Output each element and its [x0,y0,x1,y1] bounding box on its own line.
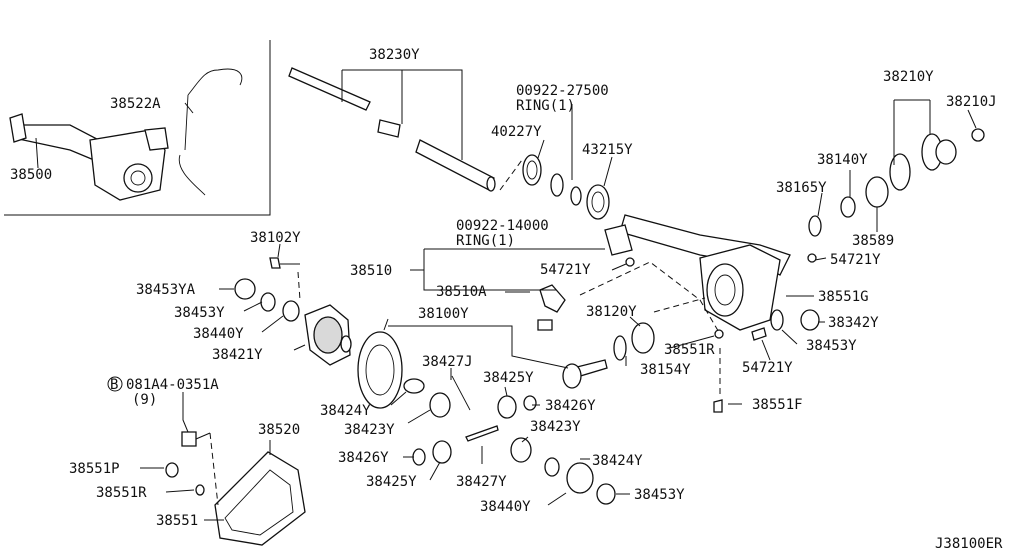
bolt-marker-circle-icon [107,376,123,392]
cover-plate-drawing [165,431,306,546]
part-label-38140Y: 38140Y [817,152,868,168]
part-label-38551: 38551 [156,513,198,529]
part-label-38551P: 38551P [69,461,120,477]
leader-lines [35,69,977,521]
part-label-38423Y-upper: 38423Y [344,422,395,438]
part-label-38424Y-upper: 38424Y [320,403,371,419]
part-label-38427Y: 38427Y [456,474,507,490]
inset-axle-assembly-drawing [9,68,243,201]
part-label-38426Y-upper: 38426Y [545,398,596,414]
part-label-38551R-lower: 38551R [96,485,147,501]
right-side-parts-drawing [807,128,985,263]
part-label-38453YA: 38453YA [136,282,196,298]
axle-housing-drawing [604,214,820,413]
part-label-40227Y: 40227Y [491,124,542,140]
part-label-38154Y: 38154Y [640,362,691,378]
part-label-38440Y-lower: 38440Y [480,499,531,515]
part-label-38102Y: 38102Y [250,230,301,246]
part-label-38589: 38589 [852,233,894,249]
part-label-38425Y-upper: 38425Y [483,370,534,386]
part-label-38425Y-lower: 38425Y [366,474,417,490]
part-label-ring-1-lower: RING(1) [456,233,515,249]
part-label-38551R-upper: 38551R [664,342,715,358]
part-label-ring-1-upper: RING(1) [516,98,575,114]
part-label-38100Y: 38100Y [418,306,469,322]
part-label-38522A: 38522A [110,96,161,112]
part-label-38440Y-upper: 38440Y [193,326,244,342]
part-label-00922-27500: 00922-27500 [516,83,609,99]
inset-frame [4,40,271,216]
part-label-38551F: 38551F [752,397,803,413]
part-label-54721Y-right: 54721Y [830,252,881,268]
part-label-38210Y: 38210Y [883,69,934,85]
part-label-081A4-0351A: 081A4-0351A [126,377,219,393]
part-label-38426Y-lower: 38426Y [338,450,389,466]
part-label-bolt-quantity: (9) [132,392,157,408]
part-label-38453Y-right: 38453Y [806,338,857,354]
part-label-38423Y-lower: 38423Y [530,419,581,435]
part-label-38520: 38520 [258,422,300,438]
part-label-38551G: 38551G [818,289,869,305]
part-label-38510: 38510 [350,263,392,279]
gear-set-drawing [403,375,616,505]
axle-shaft-drawing [288,67,496,192]
dashed-guides [209,159,721,506]
part-label-38165Y: 38165Y [776,180,827,196]
part-label-38210J: 38210J [946,94,997,110]
part-label-38421Y: 38421Y [212,347,263,363]
part-label-38453Y-lower: 38453Y [634,487,685,503]
ring-gear-drawing [357,284,655,409]
part-label-38230Y: 38230Y [369,47,420,63]
part-label-38453Y-left: 38453Y [174,305,225,321]
part-label-38424Y-lower: 38424Y [592,453,643,469]
diagram-code: J38100ER [935,536,1003,552]
part-label-54721Y-lower: 54721Y [742,360,793,376]
part-label-00922-14000: 00922-14000 [456,218,549,234]
seal-parts-drawing [522,154,610,220]
bolt-marker: B [110,377,118,393]
part-label-38342Y: 38342Y [828,315,879,331]
part-label-43215Y: 43215Y [582,142,633,158]
part-label-38500: 38500 [10,167,52,183]
part-label-38427J: 38427J [422,354,473,370]
part-label-38510A: 38510A [436,284,487,300]
part-label-38120Y: 38120Y [586,304,637,320]
part-label-54721Y-upper: 54721Y [540,262,591,278]
